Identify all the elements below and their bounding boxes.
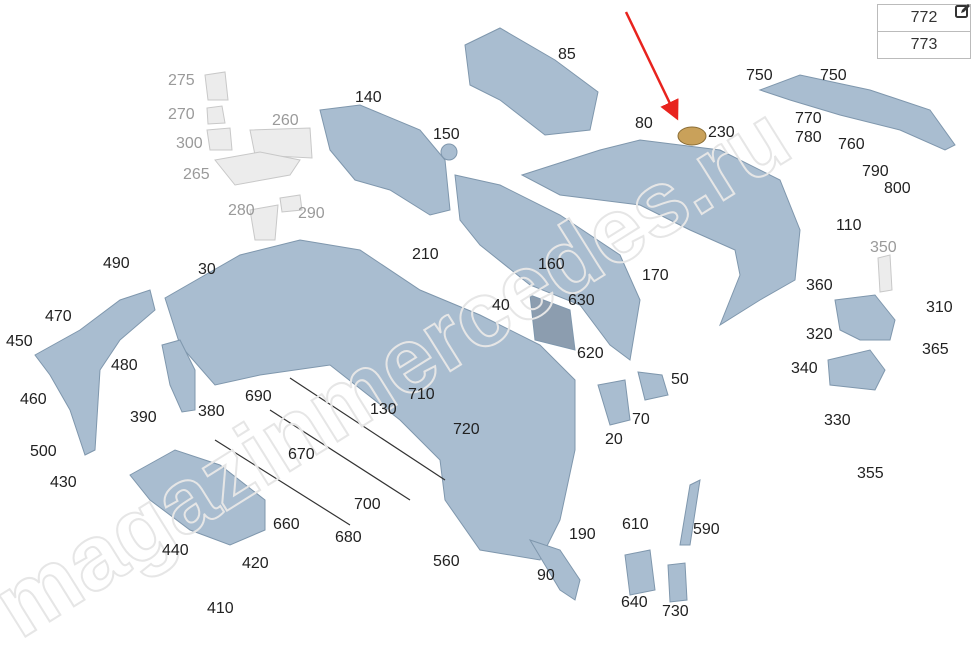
callout-label[interactable]: 630	[568, 292, 595, 309]
callout-label[interactable]: 170	[642, 267, 669, 284]
callout-label[interactable]: 420	[242, 555, 269, 572]
callout-label[interactable]: 770	[795, 110, 822, 127]
callout-label[interactable]: 790	[862, 163, 889, 180]
callout-label[interactable]: 90	[537, 567, 555, 584]
callout-label[interactable]: 365	[922, 341, 949, 358]
part-730-pad[interactable]	[667, 562, 688, 603]
callout-label[interactable]: 680	[335, 529, 362, 546]
callout-label[interactable]: 640	[621, 594, 648, 611]
callout-label[interactable]: 230	[708, 124, 735, 141]
callout-label[interactable]: 390	[130, 409, 157, 426]
callout-label[interactable]: 500	[30, 443, 57, 460]
part-380-bracket[interactable]	[161, 339, 196, 413]
callout-label[interactable]: 130	[370, 401, 397, 418]
callout-label[interactable]: 690	[245, 388, 272, 405]
part-130-rods	[214, 377, 446, 526]
callout-label[interactable]: 110	[836, 217, 862, 234]
callout-label[interactable]: 70	[632, 411, 650, 428]
part-140-bracket[interactable]	[319, 104, 451, 216]
callout-label[interactable]: 260	[272, 112, 299, 129]
callout-label[interactable]: 350	[870, 239, 897, 256]
callout-label[interactable]: 750	[820, 67, 847, 84]
callout-label[interactable]: 670	[288, 446, 315, 463]
reference-772[interactable]: 772	[878, 5, 970, 32]
callout-label[interactable]: 750	[746, 67, 773, 84]
part-590-trim[interactable]	[679, 479, 701, 546]
part-340-duct[interactable]	[827, 349, 886, 391]
greyed-parts	[204, 71, 893, 293]
callout-label[interactable]: 450	[6, 333, 33, 350]
part-630-grille[interactable]	[529, 294, 576, 351]
part-660-carrier[interactable]	[129, 449, 266, 546]
callout-label[interactable]: 275	[168, 72, 195, 89]
part-160-carrier[interactable]	[454, 174, 641, 361]
part-80-diffuser[interactable]	[520, 139, 801, 327]
callout-label[interactable]: 470	[45, 308, 72, 325]
callout-label[interactable]: 40	[492, 297, 510, 314]
part-70-cover[interactable]	[597, 379, 631, 426]
callout-label[interactable]: 700	[354, 496, 381, 513]
callout-label[interactable]: 360	[806, 277, 833, 294]
reference-773[interactable]: 773	[910, 36, 938, 53]
part-50-cover[interactable]	[637, 371, 669, 401]
part-230-highlighted[interactable]	[677, 126, 707, 146]
red-arrow	[624, 11, 679, 121]
callout-label[interactable]: 460	[20, 391, 47, 408]
callout-label[interactable]: 150	[433, 126, 460, 143]
callout-label[interactable]: 430	[50, 474, 77, 491]
callout-label[interactable]: 265	[183, 166, 210, 183]
callout-label[interactable]: 330	[824, 412, 851, 429]
part-30-bumper[interactable]	[164, 239, 576, 561]
part-450-bracket[interactable]	[34, 289, 156, 456]
callout-label[interactable]: 720	[453, 421, 480, 438]
part-320-bracket[interactable]	[834, 294, 896, 341]
callout-label[interactable]: 380	[198, 403, 225, 420]
callout-label[interactable]: 560	[433, 553, 460, 570]
part-90-bracket[interactable]	[528, 539, 581, 601]
callout-label[interactable]: 610	[622, 516, 649, 533]
callout-label[interactable]: 410	[207, 600, 234, 617]
callout-label[interactable]: 440	[162, 542, 189, 559]
callout-label[interactable]: 190	[569, 526, 596, 543]
callout-label[interactable]: 340	[791, 360, 818, 377]
callout-label[interactable]: 80	[635, 115, 653, 132]
callout-label[interactable]: 280	[228, 202, 255, 219]
callout-label[interactable]: 270	[168, 106, 195, 123]
callout-label[interactable]: 355	[857, 465, 884, 482]
callout-label[interactable]: 160	[538, 256, 565, 273]
part-150-grommet[interactable]	[440, 143, 458, 161]
callout-label[interactable]: 620	[577, 345, 604, 362]
edit-icon[interactable]	[955, 3, 971, 19]
callout-label[interactable]: 480	[111, 357, 138, 374]
callout-label[interactable]: 30	[198, 261, 216, 278]
callout-label[interactable]: 140	[355, 89, 382, 106]
callout-label[interactable]: 660	[273, 516, 300, 533]
callout-label[interactable]: 730	[662, 603, 689, 620]
callout-label[interactable]: 290	[298, 205, 325, 222]
callout-label[interactable]: 50	[671, 371, 689, 388]
callout-label[interactable]: 760	[838, 136, 865, 153]
callout-label[interactable]: 490	[103, 255, 130, 272]
callout-label[interactable]: 320	[806, 326, 833, 343]
part-640-bracket[interactable]	[624, 549, 656, 596]
part-85-cover[interactable]	[464, 27, 599, 136]
callout-label[interactable]: 780	[795, 129, 822, 146]
callout-label[interactable]: 20	[605, 431, 623, 448]
callout-label[interactable]: 590	[693, 521, 720, 538]
callout-label[interactable]: 85	[558, 46, 576, 63]
callout-label[interactable]: 710	[408, 386, 435, 403]
part-750-spoiler[interactable]	[758, 74, 956, 151]
callout-label[interactable]: 300	[176, 135, 203, 152]
callout-label[interactable]: 800	[884, 180, 911, 197]
callout-label[interactable]: 210	[412, 246, 439, 263]
callout-label[interactable]: 310	[926, 299, 953, 316]
